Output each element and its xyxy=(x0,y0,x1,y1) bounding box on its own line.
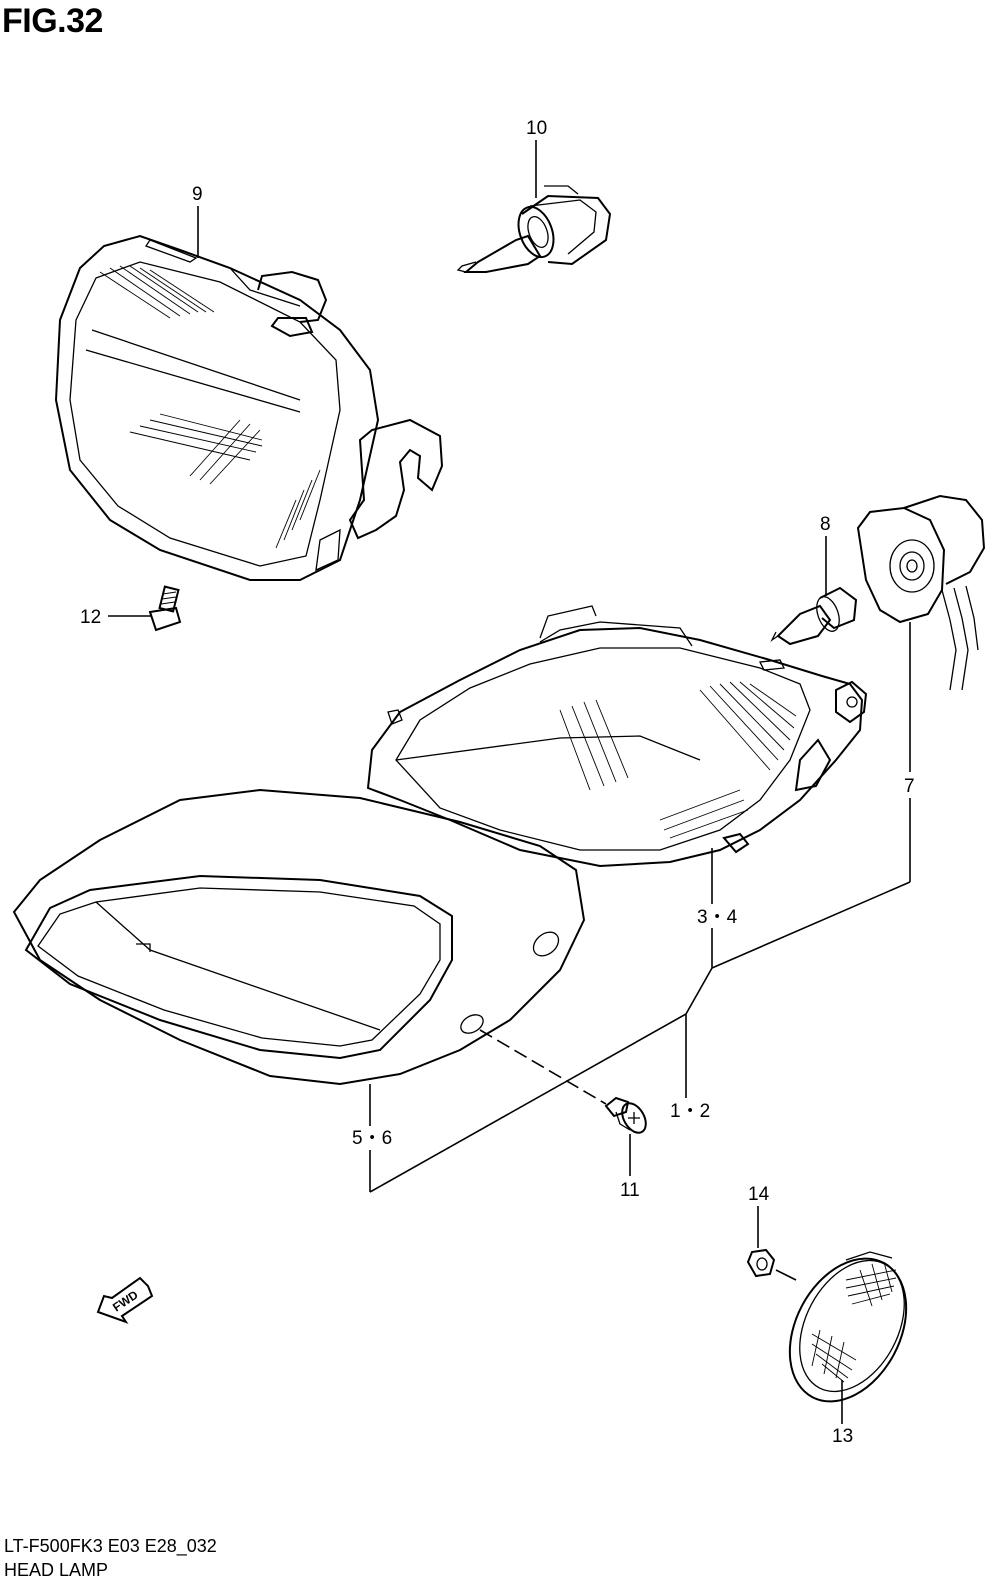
callout-labels: 10 9 8 12 7 3・4 1・2 5・6 11 14 13 xyxy=(80,118,915,1447)
fwd-arrow-label: FWD xyxy=(110,1287,141,1314)
part-12-bolt xyxy=(148,585,182,632)
fwd-arrow: FWD xyxy=(96,1276,154,1324)
part-9-headlamp-unit xyxy=(54,234,444,581)
part-13-reflector xyxy=(788,1251,908,1403)
part-10-headlamp-bulb xyxy=(456,185,612,273)
diagram-code: LT-F500FK3 E03 E28_032 xyxy=(4,1536,217,1556)
callout-13: 13 xyxy=(832,1426,853,1447)
callout-11: 11 xyxy=(620,1180,640,1201)
part-8-position-bulb xyxy=(770,586,858,646)
part-14-nut xyxy=(746,1248,776,1278)
leader-lines xyxy=(108,140,911,1424)
callout-5-6: 5・6 xyxy=(352,1128,392,1149)
part-11-clip xyxy=(604,1096,647,1134)
callout-10: 10 xyxy=(526,118,547,139)
callout-9: 9 xyxy=(192,184,203,205)
diagram-name: HEAD LAMP xyxy=(4,1560,109,1580)
figure-title: FIG.32 xyxy=(2,2,103,40)
callout-1-2: 1・2 xyxy=(670,1101,710,1122)
part-7-socket-harness xyxy=(856,494,986,691)
part-5-6-headlamp-rim xyxy=(12,788,586,1086)
callout-14: 14 xyxy=(748,1184,770,1205)
callout-8: 8 xyxy=(820,514,831,535)
callout-3-4: 3・4 xyxy=(697,907,738,928)
callout-12: 12 xyxy=(80,607,101,628)
part-3-4-headlamp-unit xyxy=(366,605,868,868)
callout-7: 7 xyxy=(904,776,915,797)
